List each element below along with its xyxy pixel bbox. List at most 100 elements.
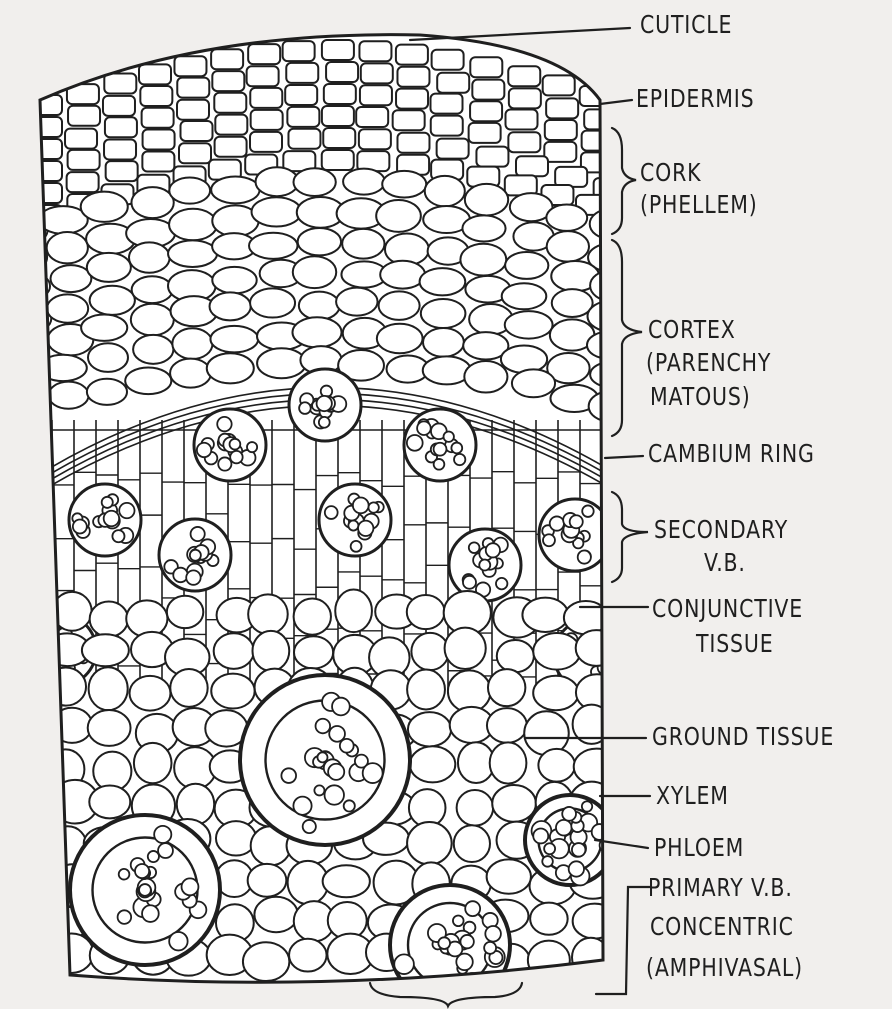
cortex-cell	[87, 253, 131, 282]
ground-cell	[533, 633, 580, 670]
ground-cell	[134, 743, 172, 783]
secondary-vb-cell	[582, 505, 593, 516]
cortex-cell	[81, 192, 128, 222]
cork-cell	[322, 40, 354, 60]
primary-vb-cell	[316, 719, 331, 734]
cork-cell	[139, 64, 171, 84]
secondary-vb-cell	[578, 551, 591, 564]
cork-cell	[287, 107, 319, 127]
secondary-vb-cell	[368, 502, 378, 512]
cortex-cell	[168, 240, 217, 267]
cortex-cell	[423, 356, 471, 384]
bracket-cortex	[612, 240, 642, 436]
ground-cell	[46, 668, 86, 706]
cork-cell	[67, 172, 99, 192]
primary-vb-cell	[142, 905, 159, 922]
ground-cell	[457, 790, 494, 826]
label-cortex: CORTEX	[648, 313, 736, 346]
secondary-vb-cell	[463, 576, 476, 589]
secondary-vb-cell	[112, 530, 124, 542]
cork-cell	[30, 139, 62, 159]
cortex-cell	[169, 209, 217, 240]
secondary-vb-cell	[104, 511, 119, 526]
cork-cell	[359, 129, 391, 149]
cortex-cell	[547, 231, 589, 261]
ground-cell	[252, 631, 289, 671]
primary-vb-cell	[325, 785, 344, 804]
secondary-vb-cell	[230, 439, 241, 450]
secondary-vb-cell	[317, 396, 332, 411]
secondary-vb-cell	[319, 417, 330, 428]
cork-cell	[322, 150, 354, 170]
primary-vb-cell	[332, 698, 350, 716]
cortex-cell	[129, 242, 170, 272]
cortex-cell	[376, 200, 421, 232]
ground-cell	[130, 676, 171, 711]
cork-cell	[546, 98, 578, 118]
primary-vb-cell	[303, 820, 316, 833]
cork-cell	[476, 147, 508, 167]
ground-cell	[170, 669, 207, 707]
primary-vb-cell	[569, 861, 584, 876]
cork-cell	[397, 133, 429, 153]
secondary-vb-cell	[190, 550, 201, 561]
primary-vb-cell	[438, 937, 450, 949]
secondary-vb-cell	[348, 520, 358, 530]
bracket-cork	[612, 128, 636, 234]
cork-cell	[396, 89, 428, 109]
cortex-cell	[8, 305, 51, 333]
primary-vb-cell	[533, 828, 548, 843]
cortex-cell	[298, 228, 341, 255]
tissue-body	[0, 35, 639, 1005]
leader-cuticle	[410, 28, 630, 40]
secondary-vb-cell	[218, 457, 231, 470]
ground-cell	[88, 710, 131, 746]
ground-cell	[89, 786, 130, 819]
cortex-cell	[505, 311, 553, 339]
primary-vb-cell	[118, 910, 132, 924]
ground-cell	[533, 676, 578, 710]
ground-cell	[407, 669, 445, 709]
primary-vb-cell	[460, 935, 473, 948]
secondary-vb-cell	[469, 542, 480, 553]
secondary-vb-cell	[434, 443, 447, 456]
ground-cell	[19, 636, 55, 678]
cortex-cell	[170, 359, 211, 388]
ground-cell	[294, 636, 333, 668]
secondary-vb-cell	[197, 443, 211, 457]
cortex-cell	[589, 391, 635, 422]
secondary-vb-cell	[325, 506, 338, 519]
cortex-cell	[47, 232, 88, 263]
cork-cell	[142, 152, 174, 172]
cork-cell	[361, 63, 393, 83]
secondary-vb-cell	[486, 543, 500, 557]
secondary-vb-cell	[186, 570, 200, 584]
cork-cell	[582, 131, 614, 151]
label-cortex-sub2: MATOUS)	[650, 380, 751, 413]
cork-cell	[431, 94, 463, 114]
ground-cell	[254, 897, 297, 932]
ground-cell	[497, 640, 534, 672]
cortex-cell	[423, 328, 464, 357]
cortex-cell	[299, 292, 340, 320]
cortex-cell	[590, 361, 638, 388]
ground-cell	[11, 741, 53, 783]
cork-cell	[543, 75, 575, 95]
cork-cell	[30, 117, 62, 137]
cortex-cell	[132, 276, 173, 303]
cortex-cell	[210, 292, 251, 320]
secondary-vb-cell	[454, 454, 465, 465]
primary-vb-cell	[158, 843, 173, 858]
cork-cell	[180, 121, 212, 141]
ground-cell	[323, 865, 370, 897]
cork-cell	[211, 49, 243, 69]
cortex-cell	[462, 215, 505, 241]
cortex-cell	[590, 209, 630, 239]
brace-primary-vb	[370, 983, 522, 1006]
ground-cell	[487, 859, 531, 893]
label-conjunctive-tissue: CONJUNCTIVE	[652, 592, 803, 625]
cork-cell	[214, 93, 246, 113]
ground-cell	[454, 825, 490, 862]
